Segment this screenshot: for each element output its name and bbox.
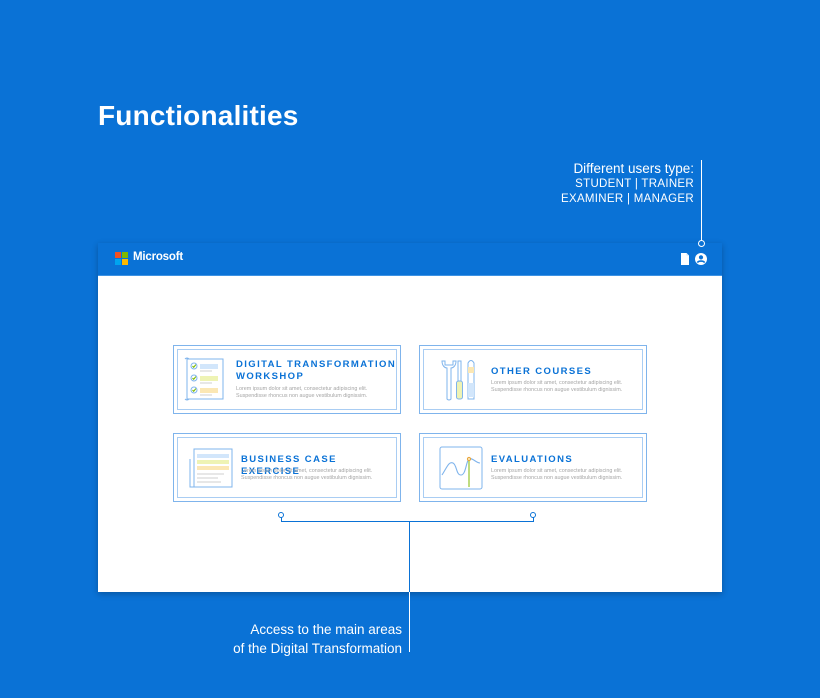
card-desc-line-2: Suspendisse rhoncus non augue vestibulum… bbox=[491, 475, 623, 481]
card-other-courses[interactable]: OTHER COURSES Lorem ipsum dolor sit amet… bbox=[419, 345, 647, 414]
card-title: OTHER COURSES bbox=[491, 366, 592, 378]
users-roles-line-1: STUDENT | TRAINER bbox=[575, 178, 694, 190]
card-desc-line-1: Lorem ipsum dolor sit amet, consectetur … bbox=[236, 386, 368, 392]
card-desc-line-1: Lorem ipsum dolor sit amet, consectetur … bbox=[241, 468, 373, 474]
page-title: Functionalities bbox=[98, 100, 299, 131]
card-title-line-1: OTHER COURSES bbox=[491, 366, 593, 377]
access-callout-line bbox=[409, 592, 410, 652]
users-callout-line bbox=[701, 160, 702, 242]
card-business-case-exercise[interactable]: BUSINESS CASE EXERCISE Lorem ipsum dolor… bbox=[173, 433, 401, 502]
card-title: BUSINESS CASE EXERCISE bbox=[241, 454, 400, 478]
user-account-icon[interactable] bbox=[694, 252, 708, 266]
card-desc-line-2: Suspendisse rhoncus non augue vestibulum… bbox=[236, 393, 368, 399]
bracket-left-tick bbox=[281, 516, 282, 522]
document-icon[interactable] bbox=[678, 252, 692, 266]
card-description: Lorem ipsum dolor sit amet, consectetur … bbox=[491, 380, 651, 394]
users-type-heading: Different users type: bbox=[573, 161, 694, 176]
card-description: Lorem ipsum dolor sit amet, consectetur … bbox=[241, 468, 401, 482]
access-note-line-1: Access to the main areas bbox=[250, 622, 402, 637]
bracket-right-dot bbox=[530, 512, 536, 518]
card-desc-line-1: Lorem ipsum dolor sit amet, consectetur … bbox=[491, 380, 623, 386]
card-title-line-1: BUSINESS CASE EXERCISE bbox=[241, 454, 337, 477]
card-title-line-1: DIGITAL TRANSFORMATION bbox=[236, 359, 397, 370]
tools-icon bbox=[438, 357, 484, 408]
brand-name: Microsoft bbox=[133, 251, 183, 263]
checklist-icon bbox=[184, 356, 226, 409]
bracket-right-tick bbox=[533, 516, 534, 522]
access-annotation: Access to the main areas of the Digital … bbox=[233, 620, 402, 658]
card-desc-line-2: Suspendisse rhoncus non augue vestibulum… bbox=[491, 387, 623, 393]
app-header: Microsoft bbox=[98, 243, 722, 276]
microsoft-logo-icon bbox=[115, 252, 129, 266]
card-description: Lorem ipsum dolor sit amet, consectetur … bbox=[491, 468, 651, 482]
document-stack-icon bbox=[188, 445, 234, 496]
users-callout-dot bbox=[698, 240, 705, 247]
card-title: DIGITAL TRANSFORMATION WORKSHOP bbox=[236, 359, 396, 383]
bracket-stem-inner bbox=[409, 521, 410, 592]
users-roles-line-2: EXAMINER | MANAGER bbox=[561, 193, 694, 205]
access-note-line-2: of the Digital Transformation bbox=[233, 641, 402, 656]
card-title: EVALUATIONS bbox=[491, 454, 573, 466]
chart-icon bbox=[438, 445, 484, 496]
bracket-horizontal-line bbox=[282, 521, 534, 522]
card-description: Lorem ipsum dolor sit amet, consectetur … bbox=[236, 386, 396, 400]
card-desc-line-1: Lorem ipsum dolor sit amet, consectetur … bbox=[491, 468, 623, 474]
card-title-line-2: WORKSHOP bbox=[236, 371, 305, 382]
card-evaluations[interactable]: EVALUATIONS Lorem ipsum dolor sit amet, … bbox=[419, 433, 647, 502]
card-title-line-1: EVALUATIONS bbox=[491, 454, 574, 465]
users-type-annotation: Different users type: STUDENT | TRAINER … bbox=[561, 161, 694, 207]
bracket-left-dot bbox=[278, 512, 284, 518]
app-window: Microsoft bbox=[98, 243, 722, 592]
card-digital-transformation-workshop[interactable]: DIGITAL TRANSFORMATION WORKSHOP Lorem ip… bbox=[173, 345, 401, 414]
card-desc-line-2: Suspendisse rhoncus non augue vestibulum… bbox=[241, 475, 373, 481]
